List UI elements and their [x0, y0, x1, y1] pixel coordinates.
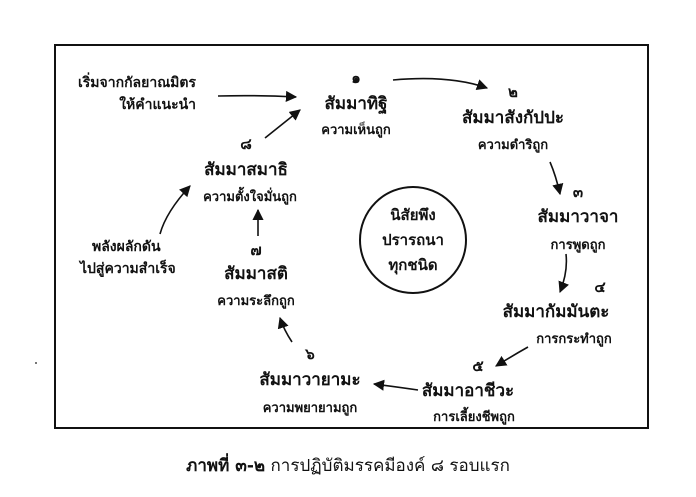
arrow-8-to-1	[264, 109, 301, 139]
node-3-number: ๓	[572, 183, 584, 201]
success-note: พลังผลักดัน ไปสู่ความสำเร็จ	[80, 236, 176, 280]
node-4-number: ๔	[594, 278, 606, 296]
node-2-meaning: ความดำริถูก	[477, 138, 549, 153]
node-5-number: ๕	[472, 357, 484, 375]
arrow-5-to-6	[372, 379, 419, 391]
node-2-name: สัมมาสังกัปปะ	[461, 108, 565, 128]
arrow-6-to-7	[277, 316, 293, 343]
caption-label: ภาพที่ ๓-๒	[186, 456, 266, 476]
node-1-name: สัมมาทิฐิ	[324, 94, 388, 114]
start-note-line-1: เริ่มจากกัลยาณมิตร	[78, 75, 197, 91]
center-line-1: นิสัยพึง	[390, 205, 436, 224]
node-8-number: ๘	[240, 135, 252, 153]
success-note-line-1: พลังผลักดัน	[92, 239, 161, 255]
node-1-meaning: ความเห็นถูก	[321, 123, 391, 138]
node-3-name: สัมมาวาจา	[537, 207, 619, 227]
arrow-success-to-8	[159, 185, 191, 235]
node-8-name: สัมมาสมาธิ	[204, 160, 288, 180]
node-7-name: สัมมาสติ	[224, 264, 288, 284]
start-note-line-2: ให้คำแนะนำ	[119, 97, 197, 113]
figure-caption: ภาพที่ ๓-๒ การปฏิบัติมรรคมีองค์ ๘ รอบแรก	[186, 452, 510, 479]
arrow-3-to-4	[558, 253, 569, 294]
node-6-name: สัมมาวายามะ	[259, 370, 361, 390]
success-note-line-2: ไปสู่ความสำเร็จ	[80, 261, 176, 277]
arrow-2-to-3	[549, 161, 564, 196]
node-4-meaning: การกระทำถูก	[536, 332, 612, 347]
diagram-frame	[54, 44, 649, 429]
node-5-meaning: การเลี้ยงชีพถูก	[433, 410, 515, 425]
start-note: เริ่มจากกัลยาณมิตร ให้คำแนะนำ	[78, 72, 196, 116]
node-7-number: ๗	[250, 241, 262, 259]
caption-text: การปฏิบัติมรรคมีองค์ ๘ รอบแรก	[270, 456, 510, 476]
node-4-name: สัมมากัมมันตะ	[502, 302, 610, 322]
node-5-name: สัมมาอาชีวะ	[421, 381, 515, 401]
center-line-3: ทุกชนิด	[388, 255, 438, 274]
node-7-meaning: ความระลึกถูก	[217, 294, 295, 309]
stray-dot	[35, 362, 37, 364]
node-6-number: ๖	[305, 345, 315, 363]
node-1-number: ๑	[351, 69, 361, 87]
node-2-number: ๒	[508, 83, 518, 101]
center-line-2: ปรารถนา	[382, 230, 444, 249]
arrow-1-to-2	[392, 77, 489, 90]
center-circle: นิสัยพึง ปรารถนา ทุกชนิด	[359, 186, 467, 294]
node-8-meaning: ความตั้งใจมั่นถูก	[203, 190, 297, 205]
arrow-4-to-5	[495, 346, 529, 367]
node-6-meaning: ความพยายามถูก	[262, 401, 358, 416]
arrow-start-to-1	[217, 90, 298, 103]
node-3-meaning: การพูดถูก	[550, 238, 606, 253]
